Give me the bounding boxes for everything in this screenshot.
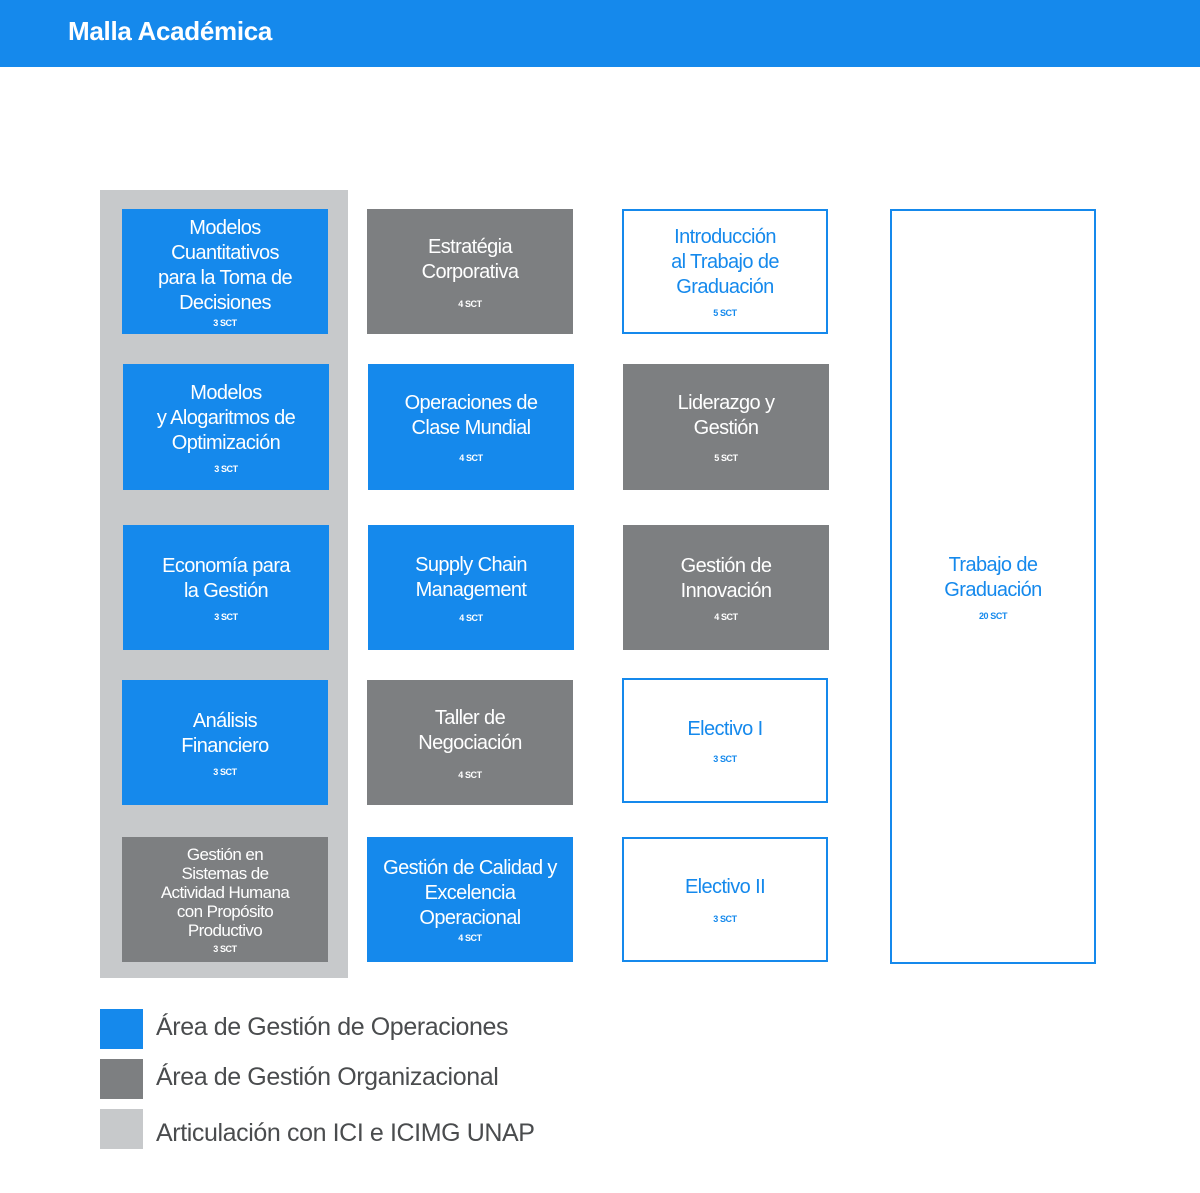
course-credits: 3 SCT: [214, 463, 238, 474]
course-intro-trabajo-graduacion: Introducción al Trabajo de Graduación 5 …: [622, 209, 828, 334]
course-gestion-calidad: Gestión de Calidad y Excelencia Operacio…: [367, 837, 573, 962]
course-credits: 3 SCT: [713, 754, 737, 764]
course-name: Modelos Cuantitativos para la Toma de De…: [157, 216, 293, 314]
course-credits: 4 SCT: [459, 453, 483, 463]
course-name: Análisis Financiero: [181, 709, 269, 757]
course-gestion-sistemas: Gestión en Sistemas de Actividad Humana …: [122, 837, 328, 962]
course-credits: 5 SCT: [714, 453, 738, 463]
course-credits: 4 SCT: [459, 612, 483, 623]
course-credits: 20 SCT: [978, 610, 1008, 621]
course-name: Electivo II: [684, 876, 766, 898]
course-credits: 3 SCT: [214, 611, 238, 622]
course-credits: 3 SCT: [713, 914, 737, 924]
header-bar: Malla Académica: [0, 0, 1200, 67]
legend-swatch-operaciones: [100, 1009, 143, 1049]
course-credits: 5 SCT: [713, 308, 737, 318]
course-credits: 4 SCT: [458, 769, 482, 780]
course-name: Gestión de Innovación: [680, 554, 772, 602]
course-modelos-cuantitativos: Modelos Cuantitativos para la Toma de De…: [122, 209, 328, 334]
course-credits: 3 SCT: [213, 317, 237, 328]
course-name: Introducción al Trabajo de Graduación: [671, 226, 779, 298]
course-electivo-2: Electivo II 3 SCT: [622, 837, 828, 962]
course-credits: 3 SCT: [213, 944, 237, 954]
legend-swatch-organizacional: [100, 1059, 143, 1099]
legend-label: Área de Gestión Organizacional: [156, 1063, 499, 1091]
course-credits: 4 SCT: [714, 611, 738, 622]
course-name: Liderazgo y Gestión: [677, 392, 775, 439]
course-name: Supply Chain Management: [415, 553, 527, 601]
legend-swatch-articulacion: [100, 1109, 143, 1149]
course-taller-negociacion: Taller de Negociación 4 SCT: [367, 680, 573, 805]
course-credits: 4 SCT: [458, 298, 482, 309]
course-operaciones-clase-mundial: Operaciones de Clase Mundial 4 SCT: [368, 364, 574, 490]
course-modelos-optimizacion: Modelos y Alogaritmos de Optimización 3 …: [123, 364, 329, 490]
course-name: Economía para la Gestión: [162, 554, 290, 602]
course-analisis-financiero: Análisis Financiero 3 SCT: [122, 680, 328, 805]
course-name: Trabajo de Graduación: [944, 553, 1042, 601]
course-electivo-1: Electivo I 3 SCT: [622, 678, 828, 803]
course-name: Estratégia Corporativa: [421, 235, 519, 283]
course-name: Electivo I: [687, 718, 763, 740]
course-economia-gestion: Economía para la Gestión 3 SCT: [123, 525, 329, 650]
course-credits: 3 SCT: [213, 766, 237, 777]
course-name: Modelos y Alogaritmos de Optimización: [156, 381, 296, 454]
course-name: Gestión de Calidad y Excelencia Operacio…: [383, 857, 557, 929]
legend-label: Área de Gestión de Operaciones: [156, 1013, 509, 1041]
course-name: Gestión en Sistemas de Actividad Humana …: [160, 845, 290, 940]
course-liderazgo-gestion: Liderazgo y Gestión 5 SCT: [623, 364, 829, 490]
course-name: Operaciones de Clase Mundial: [404, 392, 538, 439]
course-name: Taller de Negociación: [418, 706, 522, 754]
course-estrategia-corporativa: Estratégia Corporativa 4 SCT: [367, 209, 573, 334]
page-title: Malla Académica: [68, 16, 273, 46]
course-supply-chain: Supply Chain Management 4 SCT: [368, 525, 574, 650]
course-gestion-innovacion: Gestión de Innovación 4 SCT: [623, 525, 829, 650]
course-trabajo-graduacion: Trabajo de Graduación 20 SCT: [890, 209, 1096, 964]
legend-label: Articulación con ICI e ICIMG UNAP: [156, 1119, 535, 1147]
course-credits: 4 SCT: [458, 933, 482, 943]
